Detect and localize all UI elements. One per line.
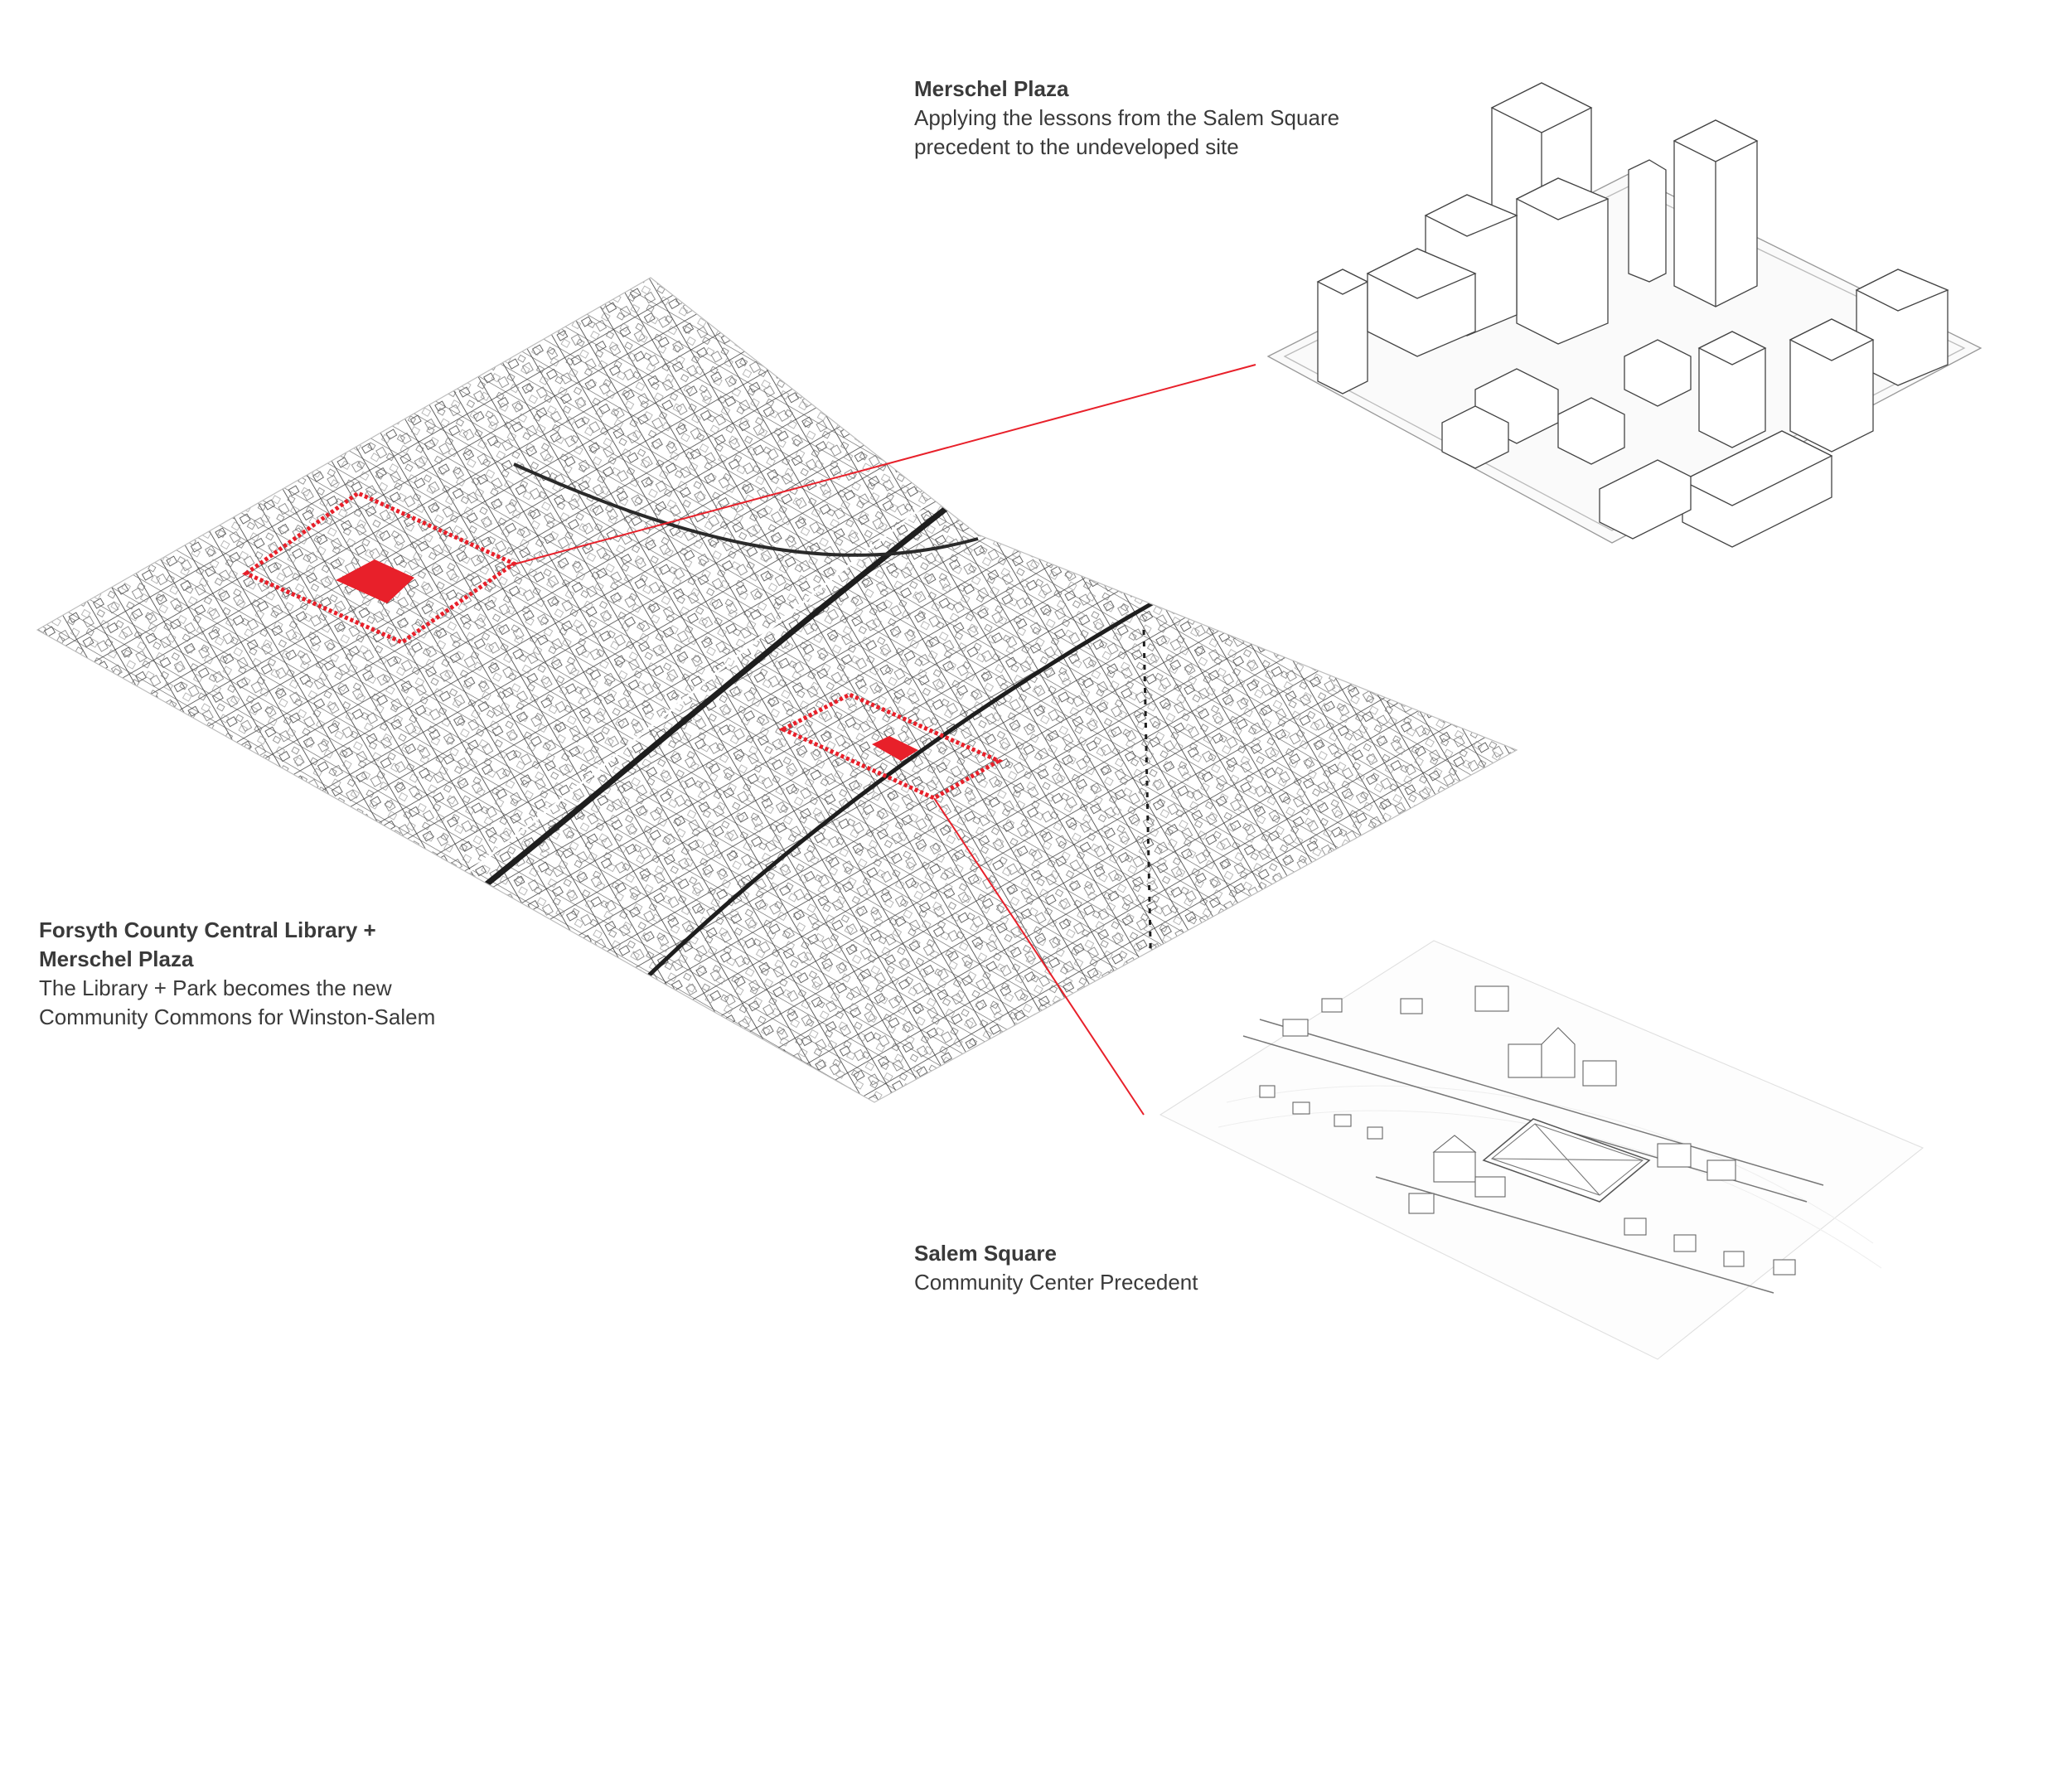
library-subtitle-line1: The Library + Park becomes the new — [39, 975, 392, 1000]
library-title-line1: Forsyth County Central Library + — [39, 917, 376, 942]
highway — [428, 462, 1005, 931]
library-label: Forsyth County Central Library + Mersche… — [39, 916, 569, 1032]
rail-line — [579, 578, 1195, 1046]
salem-site-highlight — [872, 736, 918, 761]
map-outline — [36, 277, 1518, 1103]
salem-square-inset — [1159, 940, 1924, 1360]
leader-line-merschel — [506, 364, 1256, 567]
merschel-plaza-subtitle-line2: precedent to the undeveloped site — [914, 134, 1239, 159]
merschel-plaza-title: Merschel Plaza — [914, 76, 1069, 101]
salem-square-subtitle: Community Center Precedent — [914, 1270, 1198, 1295]
merschel-plaza-label: Merschel Plaza Applying the lessons from… — [914, 75, 1428, 162]
library-title-line2: Merschel Plaza — [39, 946, 194, 971]
library-site-highlight — [336, 559, 414, 603]
merschel-plaza-subtitle-line1: Applying the lessons from the Salem Squa… — [914, 105, 1340, 130]
merschel-plaza-massing-inset — [1266, 82, 1982, 548]
salem-buildings — [1259, 985, 1796, 1276]
leader-line-salem — [933, 797, 1145, 1116]
salem-square-title: Salem Square — [914, 1241, 1057, 1266]
salem-square-label: Salem Square Community Center Precedent — [914, 1239, 1428, 1297]
salem-site-boundary — [778, 692, 1004, 801]
block-towers — [1316, 82, 1949, 548]
library-subtitle-line2: Community Commons for Winston-Salem — [39, 1005, 436, 1029]
